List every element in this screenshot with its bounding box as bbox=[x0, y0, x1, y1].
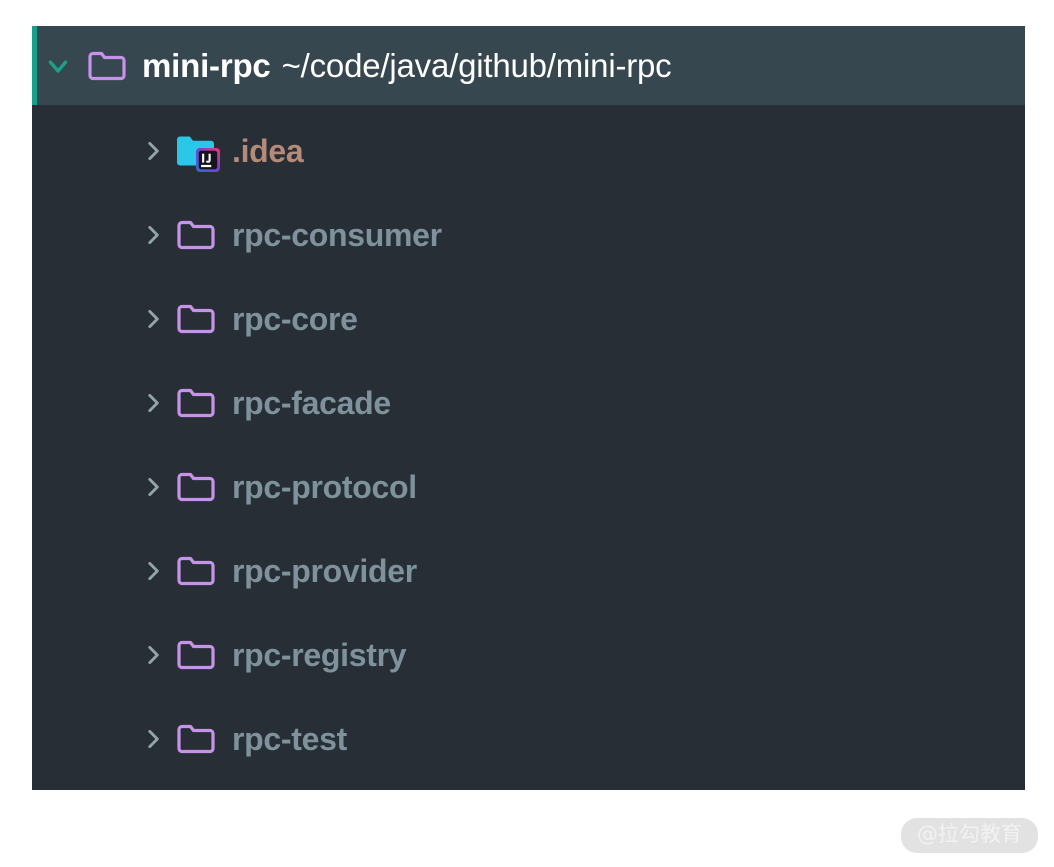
tree-row-rpc-protocol[interactable]: rpc-protocol bbox=[32, 445, 1025, 529]
folder-icon bbox=[84, 49, 130, 83]
folder-icon bbox=[174, 386, 218, 420]
chevron-right-icon[interactable] bbox=[140, 138, 174, 164]
tree-row-rpc-facade[interactable]: rpc-facade bbox=[32, 361, 1025, 445]
project-name: mini-rpc bbox=[142, 47, 271, 84]
tree-row-rpc-provider[interactable]: rpc-provider bbox=[32, 529, 1025, 613]
chevron-right-icon[interactable] bbox=[140, 726, 174, 752]
folder-icon bbox=[174, 554, 218, 588]
chevron-right-icon[interactable] bbox=[140, 390, 174, 416]
chevron-right-icon[interactable] bbox=[140, 474, 174, 500]
tree-children: .idea rpc-consumer bbox=[32, 105, 1025, 781]
project-root-title: mini-rpc ~/code/java/github/mini-rpc bbox=[142, 49, 672, 82]
tree-row-rpc-core[interactable]: rpc-core bbox=[32, 277, 1025, 361]
tree-item-label: rpc-protocol bbox=[232, 469, 417, 505]
tree-item-label: rpc-provider bbox=[232, 553, 417, 589]
tree-item-label: rpc-consumer bbox=[232, 217, 442, 253]
tree-row-project-root[interactable]: mini-rpc ~/code/java/github/mini-rpc bbox=[32, 26, 1025, 105]
project-tree-panel: mini-rpc ~/code/java/github/mini-rpc bbox=[32, 26, 1025, 790]
chevron-right-icon[interactable] bbox=[140, 558, 174, 584]
tree-item-label: .idea bbox=[232, 133, 304, 169]
tree-row-idea[interactable]: .idea bbox=[32, 109, 1025, 193]
chevron-right-icon[interactable] bbox=[140, 306, 174, 332]
folder-icon bbox=[174, 722, 218, 756]
tree-item-label: rpc-test bbox=[232, 721, 347, 757]
tree-item-label: rpc-core bbox=[232, 301, 358, 337]
tree-row-rpc-consumer[interactable]: rpc-consumer bbox=[32, 193, 1025, 277]
folder-icon bbox=[174, 638, 218, 672]
folder-icon bbox=[174, 302, 218, 336]
idea-folder-icon bbox=[174, 133, 220, 172]
tree-row-rpc-test[interactable]: rpc-test bbox=[32, 697, 1025, 781]
tree-item-label: rpc-facade bbox=[232, 385, 391, 421]
watermark: @拉勾教育 bbox=[901, 818, 1038, 853]
chevron-right-icon[interactable] bbox=[140, 642, 174, 668]
tree-item-label: rpc-registry bbox=[232, 637, 407, 673]
project-path: ~/code/java/github/mini-rpc bbox=[281, 47, 672, 84]
tree-row-rpc-registry[interactable]: rpc-registry bbox=[32, 613, 1025, 697]
folder-icon bbox=[174, 470, 218, 504]
folder-icon bbox=[174, 218, 218, 252]
chevron-right-icon[interactable] bbox=[140, 222, 174, 248]
chevron-down-icon[interactable] bbox=[32, 51, 84, 81]
